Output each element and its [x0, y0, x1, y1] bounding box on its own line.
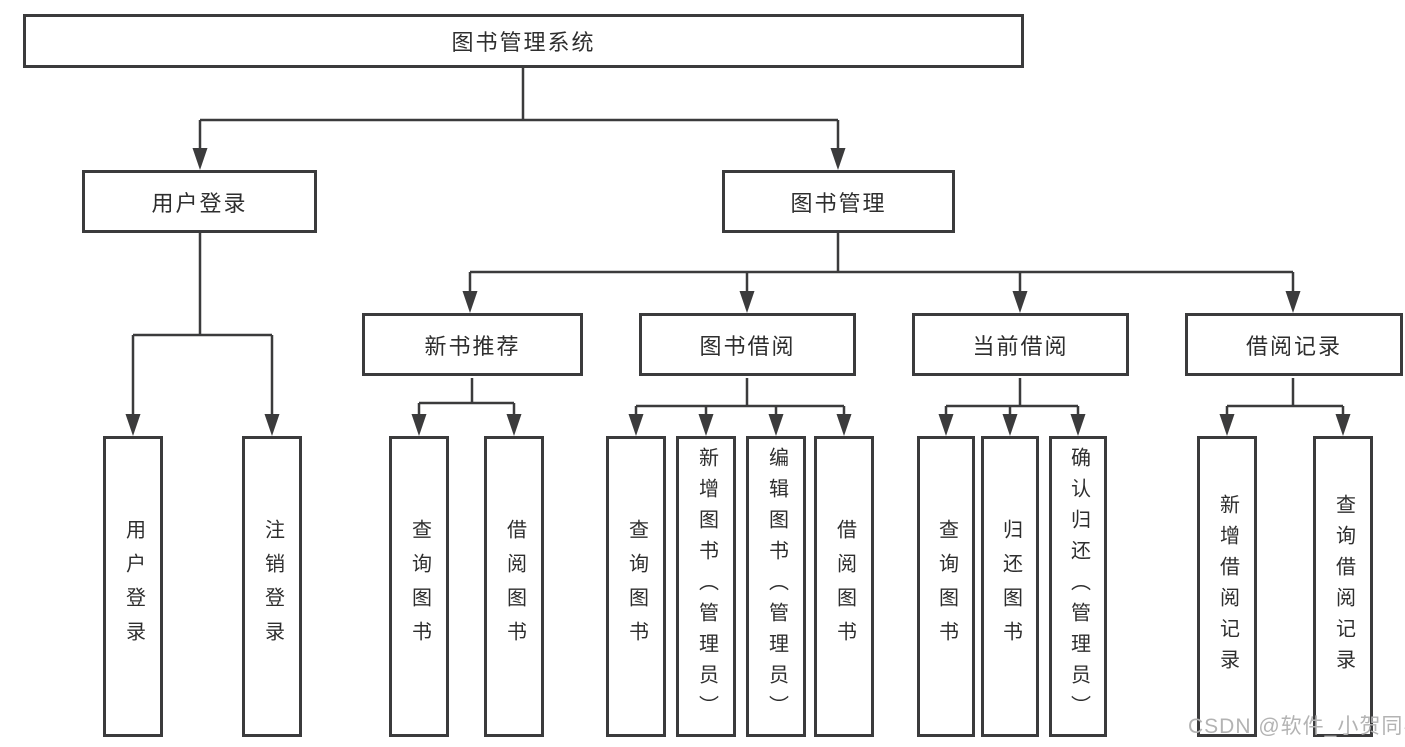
node-label: 图书借阅: [699, 333, 796, 359]
leaf-label: 借阅图书: [503, 518, 526, 655]
leaf-add-books-admin: 新增图书（管理员）: [676, 436, 736, 737]
csdn-watermark: CSDN @软件_小贺同学: [1188, 715, 1405, 738]
node-label: 图书管理系统: [451, 30, 596, 55]
leaf-borrow-books: 借阅图书: [814, 436, 874, 737]
node-label: 新书推荐: [424, 333, 521, 359]
leaf-label: 查询图书: [935, 518, 958, 655]
node-label: 当前借阅: [972, 333, 1069, 359]
leaf-label: 新增图书（管理员）: [695, 447, 718, 726]
leaf-borrow-books-recommend: 借阅图书: [484, 436, 544, 737]
leaf-query-books-recommend: 查询图书: [389, 436, 449, 737]
leaf-label: 查询图书: [625, 518, 648, 655]
arrowhead: [1012, 291, 1028, 313]
arrowhead: [938, 414, 954, 436]
leaf-query-books-current: 查询图书: [917, 436, 975, 737]
node-label: 图书管理: [790, 190, 887, 216]
leaf-logout: 注销登录: [242, 436, 302, 737]
node-book-management: 图书管理: [722, 170, 955, 233]
arrowhead: [739, 291, 755, 313]
node-user-login: 用户登录: [82, 170, 317, 233]
leaf-label: 查询图书: [408, 518, 431, 655]
node-current-borrowing: 当前借阅: [912, 313, 1129, 376]
arrowhead: [1070, 414, 1086, 436]
leaf-label: 确认归还（管理员）: [1067, 447, 1090, 726]
arrowhead: [1335, 414, 1351, 436]
arrowhead: [192, 148, 208, 170]
leaf-return-books: 归还图书: [981, 436, 1039, 737]
arrowhead: [830, 148, 846, 170]
leaf-add-borrow-record: 新增借阅记录: [1197, 436, 1257, 737]
leaf-label: 注销登录: [261, 518, 284, 655]
node-new-book-recommend: 新书推荐: [362, 313, 583, 376]
arrowhead: [506, 414, 522, 436]
leaf-query-borrow-record: 查询借阅记录: [1313, 436, 1373, 737]
leaf-label: 查询借阅记录: [1332, 493, 1355, 680]
arrowhead: [264, 414, 280, 436]
arrowhead: [698, 414, 714, 436]
arrowhead: [411, 414, 427, 436]
leaf-label: 借阅图书: [833, 518, 856, 655]
arrowhead: [768, 414, 784, 436]
leaf-label: 用户登录: [122, 518, 145, 655]
node-book-borrowing: 图书借阅: [639, 313, 856, 376]
arrowhead: [462, 291, 478, 313]
arrowhead: [1219, 414, 1235, 436]
node-label: 借阅记录: [1245, 333, 1342, 359]
node-library-management-system: 图书管理系统: [23, 14, 1024, 68]
arrowhead: [1285, 291, 1301, 313]
leaf-label: 新增借阅记录: [1216, 493, 1239, 680]
arrowhead: [628, 414, 644, 436]
leaf-label: 归还图书: [999, 518, 1022, 655]
arrowhead: [836, 414, 852, 436]
arrowhead: [125, 414, 141, 436]
leaf-user-login: 用户登录: [103, 436, 163, 737]
node-label: 用户登录: [151, 190, 248, 216]
leaf-query-books-borrowing: 查询图书: [606, 436, 666, 737]
arrowhead: [1002, 414, 1018, 436]
leaf-label: 编辑图书（管理员）: [765, 447, 788, 726]
leaf-edit-books-admin: 编辑图书（管理员）: [746, 436, 806, 737]
leaf-confirm-return-admin: 确认归还（管理员）: [1049, 436, 1107, 737]
connector-lines: [131, 68, 1345, 420]
node-borrow-records: 借阅记录: [1185, 313, 1403, 376]
